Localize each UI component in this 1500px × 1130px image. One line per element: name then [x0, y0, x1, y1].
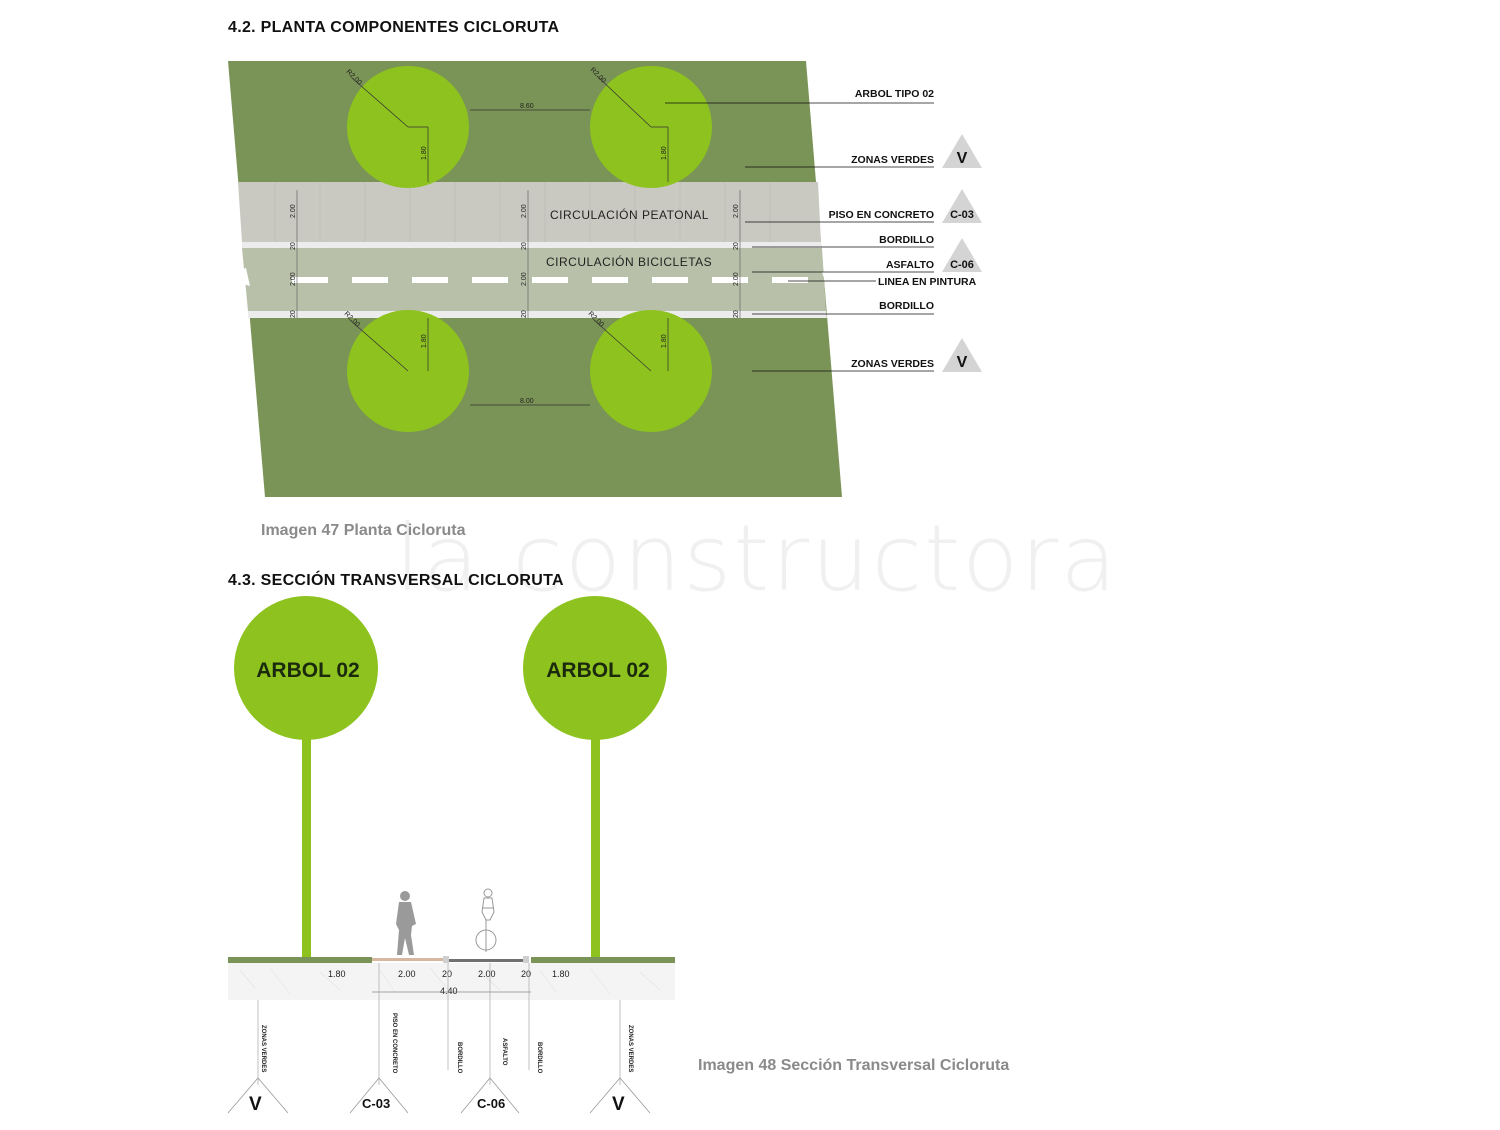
svg-text:4.40: 4.40 [440, 986, 458, 996]
symbol-c03: C-03 [362, 1096, 390, 1111]
tree-offset-3: 1.80 [421, 334, 428, 348]
symbol-triangle-c06 [942, 238, 982, 272]
legend-label-pintura: LINEA EN PINTURA [878, 276, 977, 288]
svg-text:2.00: 2.00 [521, 272, 528, 286]
svg-text:V: V [957, 354, 968, 371]
symbol-v-right: V [612, 1094, 625, 1115]
tree-left [234, 596, 378, 740]
svg-text:PISO EN CONCRETO: PISO EN CONCRETO [391, 1013, 397, 1074]
svg-text:2.00: 2.00 [398, 969, 416, 979]
pedestrian-band [238, 182, 821, 242]
legend-label-bordillo-bottom: BORDILLO [879, 300, 934, 312]
svg-text:20: 20 [521, 310, 528, 318]
watermark: la constructora [395, 505, 1119, 612]
svg-text:BORDILLO: BORDILLO [456, 1042, 462, 1074]
tree-spacing-bottom: 8.00 [520, 398, 534, 405]
svg-text:20: 20 [733, 242, 740, 250]
svg-text:2.00: 2.00 [521, 204, 528, 218]
legend-label-zonas-verdes-bottom: ZONAS VERDES [851, 358, 934, 370]
legend-label-arbol: ARBOL TIPO 02 [855, 88, 934, 100]
svg-text:ZONAS VERDES: ZONAS VERDES [627, 1025, 633, 1072]
symbol-triangle-c03 [942, 189, 982, 223]
legend-label-concreto: PISO EN CONCRETO [829, 209, 934, 221]
svg-text:C-06: C-06 [950, 259, 974, 271]
svg-text:20: 20 [290, 310, 297, 318]
curb-top [242, 242, 822, 248]
plan-heading: 4.2. PLANTA COMPONENTES CICLORUTA [228, 19, 560, 36]
concrete-surface [372, 958, 444, 961]
svg-text:2.00: 2.00 [478, 969, 496, 979]
legend-label-zonas-verdes-top: ZONAS VERDES [851, 154, 934, 166]
legend-label-asfalto: ASFALTO [886, 259, 934, 271]
paint-line-dashes [292, 277, 808, 283]
pedestrian-band-joints [274, 182, 771, 242]
svg-text:C-03: C-03 [950, 209, 974, 221]
cyclist-figure [475, 888, 497, 952]
section-heading: 4.3. SECCIÓN TRANSVERSAL CICLORUTA [228, 572, 564, 589]
section-drawing: ARBOL 02 ARBOL 02 1.80 2.00 20 2.00 20 1… [227, 596, 675, 1115]
svg-text:BORDILLO: BORDILLO [536, 1042, 542, 1074]
symbol-c06: C-06 [477, 1096, 505, 1111]
tree-right [523, 596, 667, 740]
tree-spacing-top: 8.60 [520, 103, 534, 110]
svg-text:20: 20 [521, 969, 531, 979]
svg-text:20: 20 [442, 969, 452, 979]
pedestrian-figure [396, 891, 416, 955]
svg-text:V: V [957, 150, 968, 167]
svg-text:1.80: 1.80 [328, 969, 346, 979]
tree-right-trunk [591, 735, 600, 957]
tree-left-trunk [302, 735, 311, 957]
svg-text:ASFALTO: ASFALTO [501, 1038, 507, 1066]
legend-label-bordillo-top: BORDILLO [879, 234, 934, 246]
ground-surface-right [531, 957, 675, 963]
tree-offset-1: 1.80 [421, 146, 428, 160]
asphalt-surface [449, 959, 523, 962]
svg-text:ZONAS VERDES: ZONAS VERDES [260, 1025, 266, 1072]
curb-right [523, 956, 529, 963]
svg-text:20: 20 [733, 310, 740, 318]
plan-caption: Imagen 47 Planta Cicloruta [261, 522, 466, 539]
tree-left-label: ARBOL 02 [256, 659, 359, 682]
symbol-triangle-v-top [942, 134, 982, 168]
plan-drawing: R2.00 R2.00 R2.00 R2.00 8.60 8.00 1.80 1… [226, 61, 982, 497]
bicycle-zone-label: CIRCULACIÓN BICICLETAS [546, 254, 712, 269]
svg-text:2.00: 2.00 [733, 272, 740, 286]
ground-surface-left [228, 957, 372, 963]
tree-offset-4: 1.80 [661, 334, 668, 348]
curb-left [443, 956, 449, 963]
tree-offset-2: 1.80 [661, 146, 668, 160]
svg-text:1.80: 1.80 [552, 969, 570, 979]
symbol-v-left: V [249, 1094, 262, 1115]
pedestrian-zone-label: CIRCULACIÓN PEATONAL [550, 207, 709, 222]
svg-text:20: 20 [290, 242, 297, 250]
section-caption: Imagen 48 Sección Transversal Cicloruta [698, 1057, 1010, 1074]
svg-text:20: 20 [521, 242, 528, 250]
svg-text:2.00: 2.00 [290, 204, 297, 218]
svg-text:2.00: 2.00 [733, 204, 740, 218]
symbol-triangle-v-bottom [942, 338, 982, 372]
svg-text:2.00: 2.00 [290, 272, 297, 286]
tree-right-label: ARBOL 02 [546, 659, 649, 682]
